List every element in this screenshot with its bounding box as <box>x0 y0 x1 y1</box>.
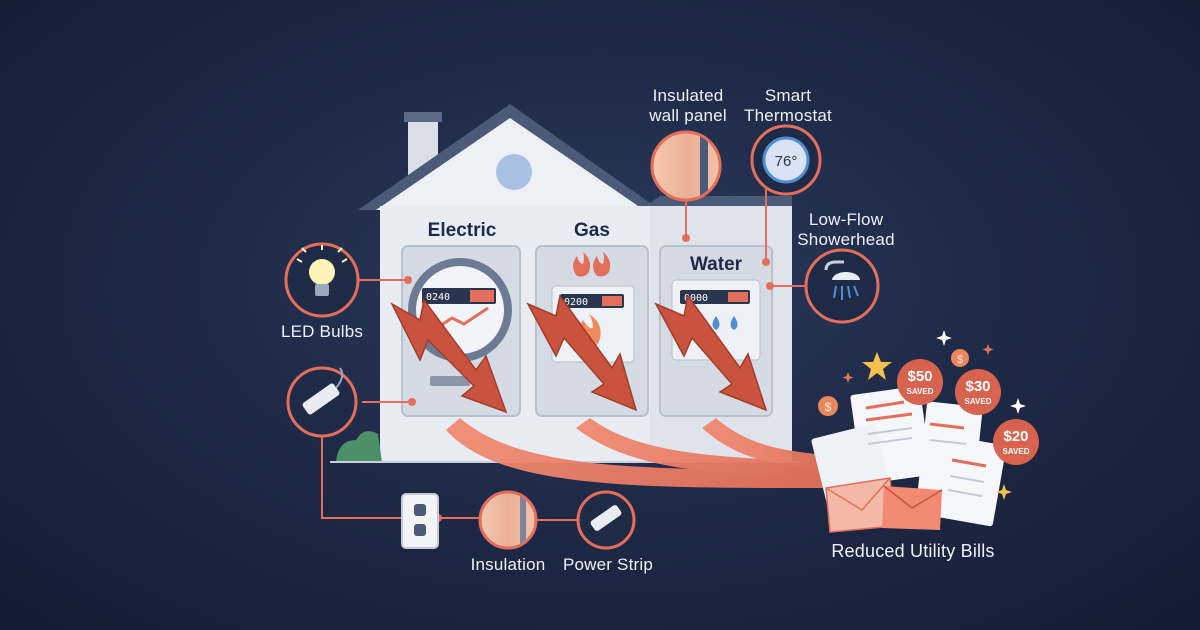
water-meter-title: Water <box>689 254 743 275</box>
reduced-utility-bills-caption: Reduced Utility Bills <box>831 541 995 561</box>
bush <box>336 431 382 462</box>
badge-word: SAVED <box>965 397 992 406</box>
smart-thermostat-label: Smart Thermostat <box>744 86 832 125</box>
led-bulbs-label: LED Bulbs <box>280 322 364 341</box>
svg-text:$: $ <box>957 354 963 366</box>
attic-window <box>496 154 532 190</box>
coin-icon: $ $ <box>818 349 969 416</box>
insulation-label: Insulation <box>470 555 546 574</box>
savings-badge-30: $30 SAVED <box>955 369 1001 415</box>
badge-word: SAVED <box>1003 447 1030 456</box>
gas-meter-reading: 0200 <box>564 297 588 308</box>
connector-lines <box>321 188 806 521</box>
badge-amount: $20 <box>1003 428 1028 445</box>
bills-pile <box>811 385 1007 533</box>
insulated-wall-panel-icon <box>650 130 722 202</box>
thermostat-reading: 76° <box>775 153 798 170</box>
badge-amount: $50 <box>907 368 932 385</box>
wall-outlet-icon <box>401 493 439 549</box>
sparkle-icon <box>842 330 1026 500</box>
envelope-icon <box>825 477 943 533</box>
decrease-arrows <box>390 294 768 414</box>
electric-meter-title: Electric <box>427 220 497 241</box>
thermostat-icon: 76° <box>750 124 822 196</box>
badge-word: SAVED <box>907 387 934 396</box>
savings-badge-20: $20 SAVED <box>993 419 1039 465</box>
gas-meter-title: Gas <box>574 220 610 241</box>
chimney-cap <box>404 112 442 122</box>
showerhead-icon <box>804 248 880 324</box>
insulated-wall-panel-label: Insulated wall panel <box>649 86 727 125</box>
star-icon <box>862 352 892 380</box>
insulation-icon <box>478 490 538 550</box>
savings-badge-50: $50 SAVED <box>897 359 943 405</box>
power-strip-icon <box>286 366 358 438</box>
power-strip-bottom-icon <box>576 490 636 550</box>
water-meter-reading: 0000 <box>684 293 708 304</box>
low-flow-showerhead-label: Low-Flow Showerhead <box>797 210 895 249</box>
electric-down-arrow <box>390 298 508 414</box>
water-down-arrow <box>654 294 768 412</box>
svg-text:$: $ <box>825 400 832 414</box>
lightbulb-icon <box>284 242 360 318</box>
electric-meter-reading: 0240 <box>426 292 450 303</box>
badge-amount: $30 <box>965 378 990 395</box>
savings-flow <box>446 418 840 489</box>
flame-icon <box>573 252 611 277</box>
power-strip-label: Power Strip <box>562 555 654 574</box>
gas-down-arrow <box>526 294 638 412</box>
